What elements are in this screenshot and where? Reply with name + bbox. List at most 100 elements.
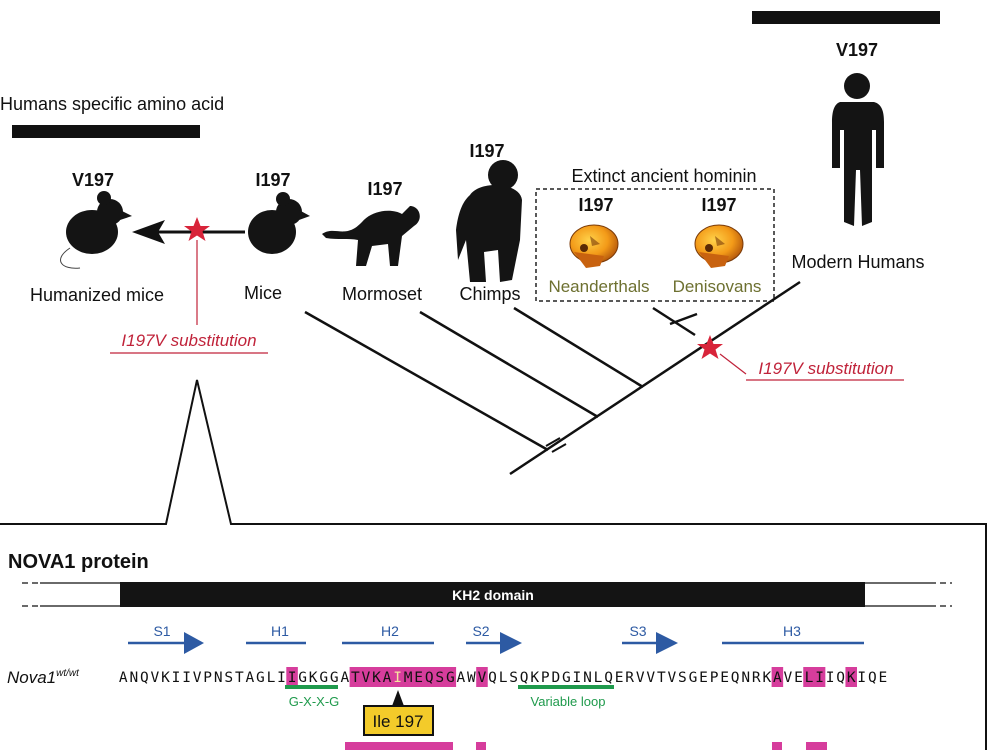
ile197-callout-label: Ile 197 xyxy=(372,712,423,731)
sequence-residue: I xyxy=(826,670,835,686)
sequence-row-label: Nova1wt/wt xyxy=(7,668,80,687)
sequence-residue: A xyxy=(773,670,782,686)
sequence-residue: N xyxy=(214,670,223,686)
sequence-residue: G xyxy=(562,670,571,686)
structure-label-h3: H3 xyxy=(783,623,801,639)
sequence-residue: E xyxy=(414,670,423,686)
modern-humans-label: Modern Humans xyxy=(791,252,924,272)
skull-icon xyxy=(694,224,744,268)
sequence-residue: A xyxy=(246,670,255,686)
sequence-residue: K xyxy=(762,670,771,686)
sequence-residue: I xyxy=(573,670,582,686)
sequence-residue: P xyxy=(710,670,719,686)
sequence-residue: V xyxy=(646,670,655,686)
sequence-residue: S xyxy=(435,670,444,686)
sequence-residue: Q xyxy=(425,670,434,686)
sequence-residue: G xyxy=(330,670,339,686)
sequence-residue: A xyxy=(457,670,466,686)
sequence-residue: E xyxy=(794,670,803,686)
marmoset-residue: I197 xyxy=(367,179,402,199)
sequence-residue: T xyxy=(235,670,244,686)
sequence-residue: G xyxy=(298,670,307,686)
callout-pointer xyxy=(392,690,404,706)
humanized-mice-label: Humanized mice xyxy=(30,285,164,305)
strand-arrow-s3 xyxy=(656,632,678,654)
sequence-residue: K xyxy=(372,670,381,686)
sequence-residue: I xyxy=(857,670,866,686)
sequence-residue: V xyxy=(362,670,371,686)
sequence-residue: M xyxy=(404,670,413,686)
sequence-residue: Q xyxy=(604,670,613,686)
sequence-residue: V xyxy=(151,670,160,686)
strand-arrow-s2 xyxy=(500,632,522,654)
sequence-residue: A xyxy=(119,670,128,686)
structure-label-s1: S1 xyxy=(153,623,170,639)
skull-icon xyxy=(569,224,619,268)
sequence-residue: R xyxy=(752,670,761,686)
sequence-residue: K xyxy=(309,670,318,686)
sequence-residue: S xyxy=(678,670,687,686)
protein-title: NOVA1 protein xyxy=(8,551,149,573)
sequence-highlight xyxy=(771,667,784,687)
left-header-bar xyxy=(12,125,200,138)
structure-label-h1: H1 xyxy=(271,623,289,639)
sequence-residue: K xyxy=(161,670,170,686)
sequence-residue: W xyxy=(467,670,476,686)
secondary-structure: S1 H1 H2 S2 S3 H3 xyxy=(128,623,864,654)
sequence-residue: T xyxy=(351,670,360,686)
extinct-box-label: Extinct ancient hominin xyxy=(571,166,756,186)
chimps-label: Chimps xyxy=(459,284,520,304)
sequence-residue: G xyxy=(256,670,265,686)
mice-label: Mice xyxy=(244,283,282,303)
sequence-residue: Q xyxy=(488,670,497,686)
sequence-residue: Q xyxy=(140,670,149,686)
mouse-icon xyxy=(60,191,132,269)
kh2-domain-label: KH2 domain xyxy=(452,587,534,603)
kh2-domain-bar xyxy=(120,582,865,607)
sequence-highlight xyxy=(286,667,298,687)
sequence-residue: I xyxy=(277,670,286,686)
sequence-residue: E xyxy=(879,670,888,686)
sequence-residue: V xyxy=(478,670,487,686)
sequence-highlight xyxy=(349,667,457,687)
sequence-residue: N xyxy=(129,670,138,686)
sequence-residue: A xyxy=(383,670,392,686)
sequence-residue: G xyxy=(446,670,455,686)
substitution-label-left: I197V substitution xyxy=(121,331,256,350)
sequence-residue: D xyxy=(551,670,560,686)
humanization-arrow-head xyxy=(132,220,165,244)
human-icon xyxy=(832,73,884,226)
sequence-residue: R xyxy=(625,670,634,686)
phylogenetic-tree xyxy=(304,280,801,476)
sequence-residue: S xyxy=(509,670,518,686)
protein-backbone xyxy=(22,582,952,607)
tree-break-mark xyxy=(551,443,567,453)
sequence-residue: E xyxy=(699,670,708,686)
mice-residue: I197 xyxy=(255,170,290,190)
substitution-label-right: I197V substitution xyxy=(758,359,893,378)
sequence-residue: P xyxy=(203,670,212,686)
tree-break-mark xyxy=(545,437,561,447)
left-header: Humans specific amino acid xyxy=(0,94,224,114)
partial-next-row xyxy=(345,742,827,750)
sequence-residue: Q xyxy=(731,670,740,686)
sequence-residue: Q xyxy=(868,670,877,686)
sequence-residue: N xyxy=(583,670,592,686)
sequence-residue: Q xyxy=(520,670,529,686)
sequence-highlight xyxy=(845,667,857,687)
substitution-star-right xyxy=(697,335,723,359)
sequence-residue: I xyxy=(172,670,181,686)
denisovans-residue: I197 xyxy=(701,195,736,215)
strand-arrow-s1 xyxy=(184,632,204,654)
sequence-highlight xyxy=(803,667,826,687)
neanderthals-label: Neanderthals xyxy=(548,277,649,296)
marmoset-icon xyxy=(322,206,420,266)
motif-label-gxxg: G-X-X-G xyxy=(289,694,340,709)
sequence-residue: I xyxy=(393,670,402,686)
sequence-residue: L xyxy=(594,670,603,686)
sequence-residue: V xyxy=(636,670,645,686)
zoom-peak-line xyxy=(0,379,987,525)
sequence-residue: G xyxy=(689,670,698,686)
sequence-residue: E xyxy=(720,670,729,686)
